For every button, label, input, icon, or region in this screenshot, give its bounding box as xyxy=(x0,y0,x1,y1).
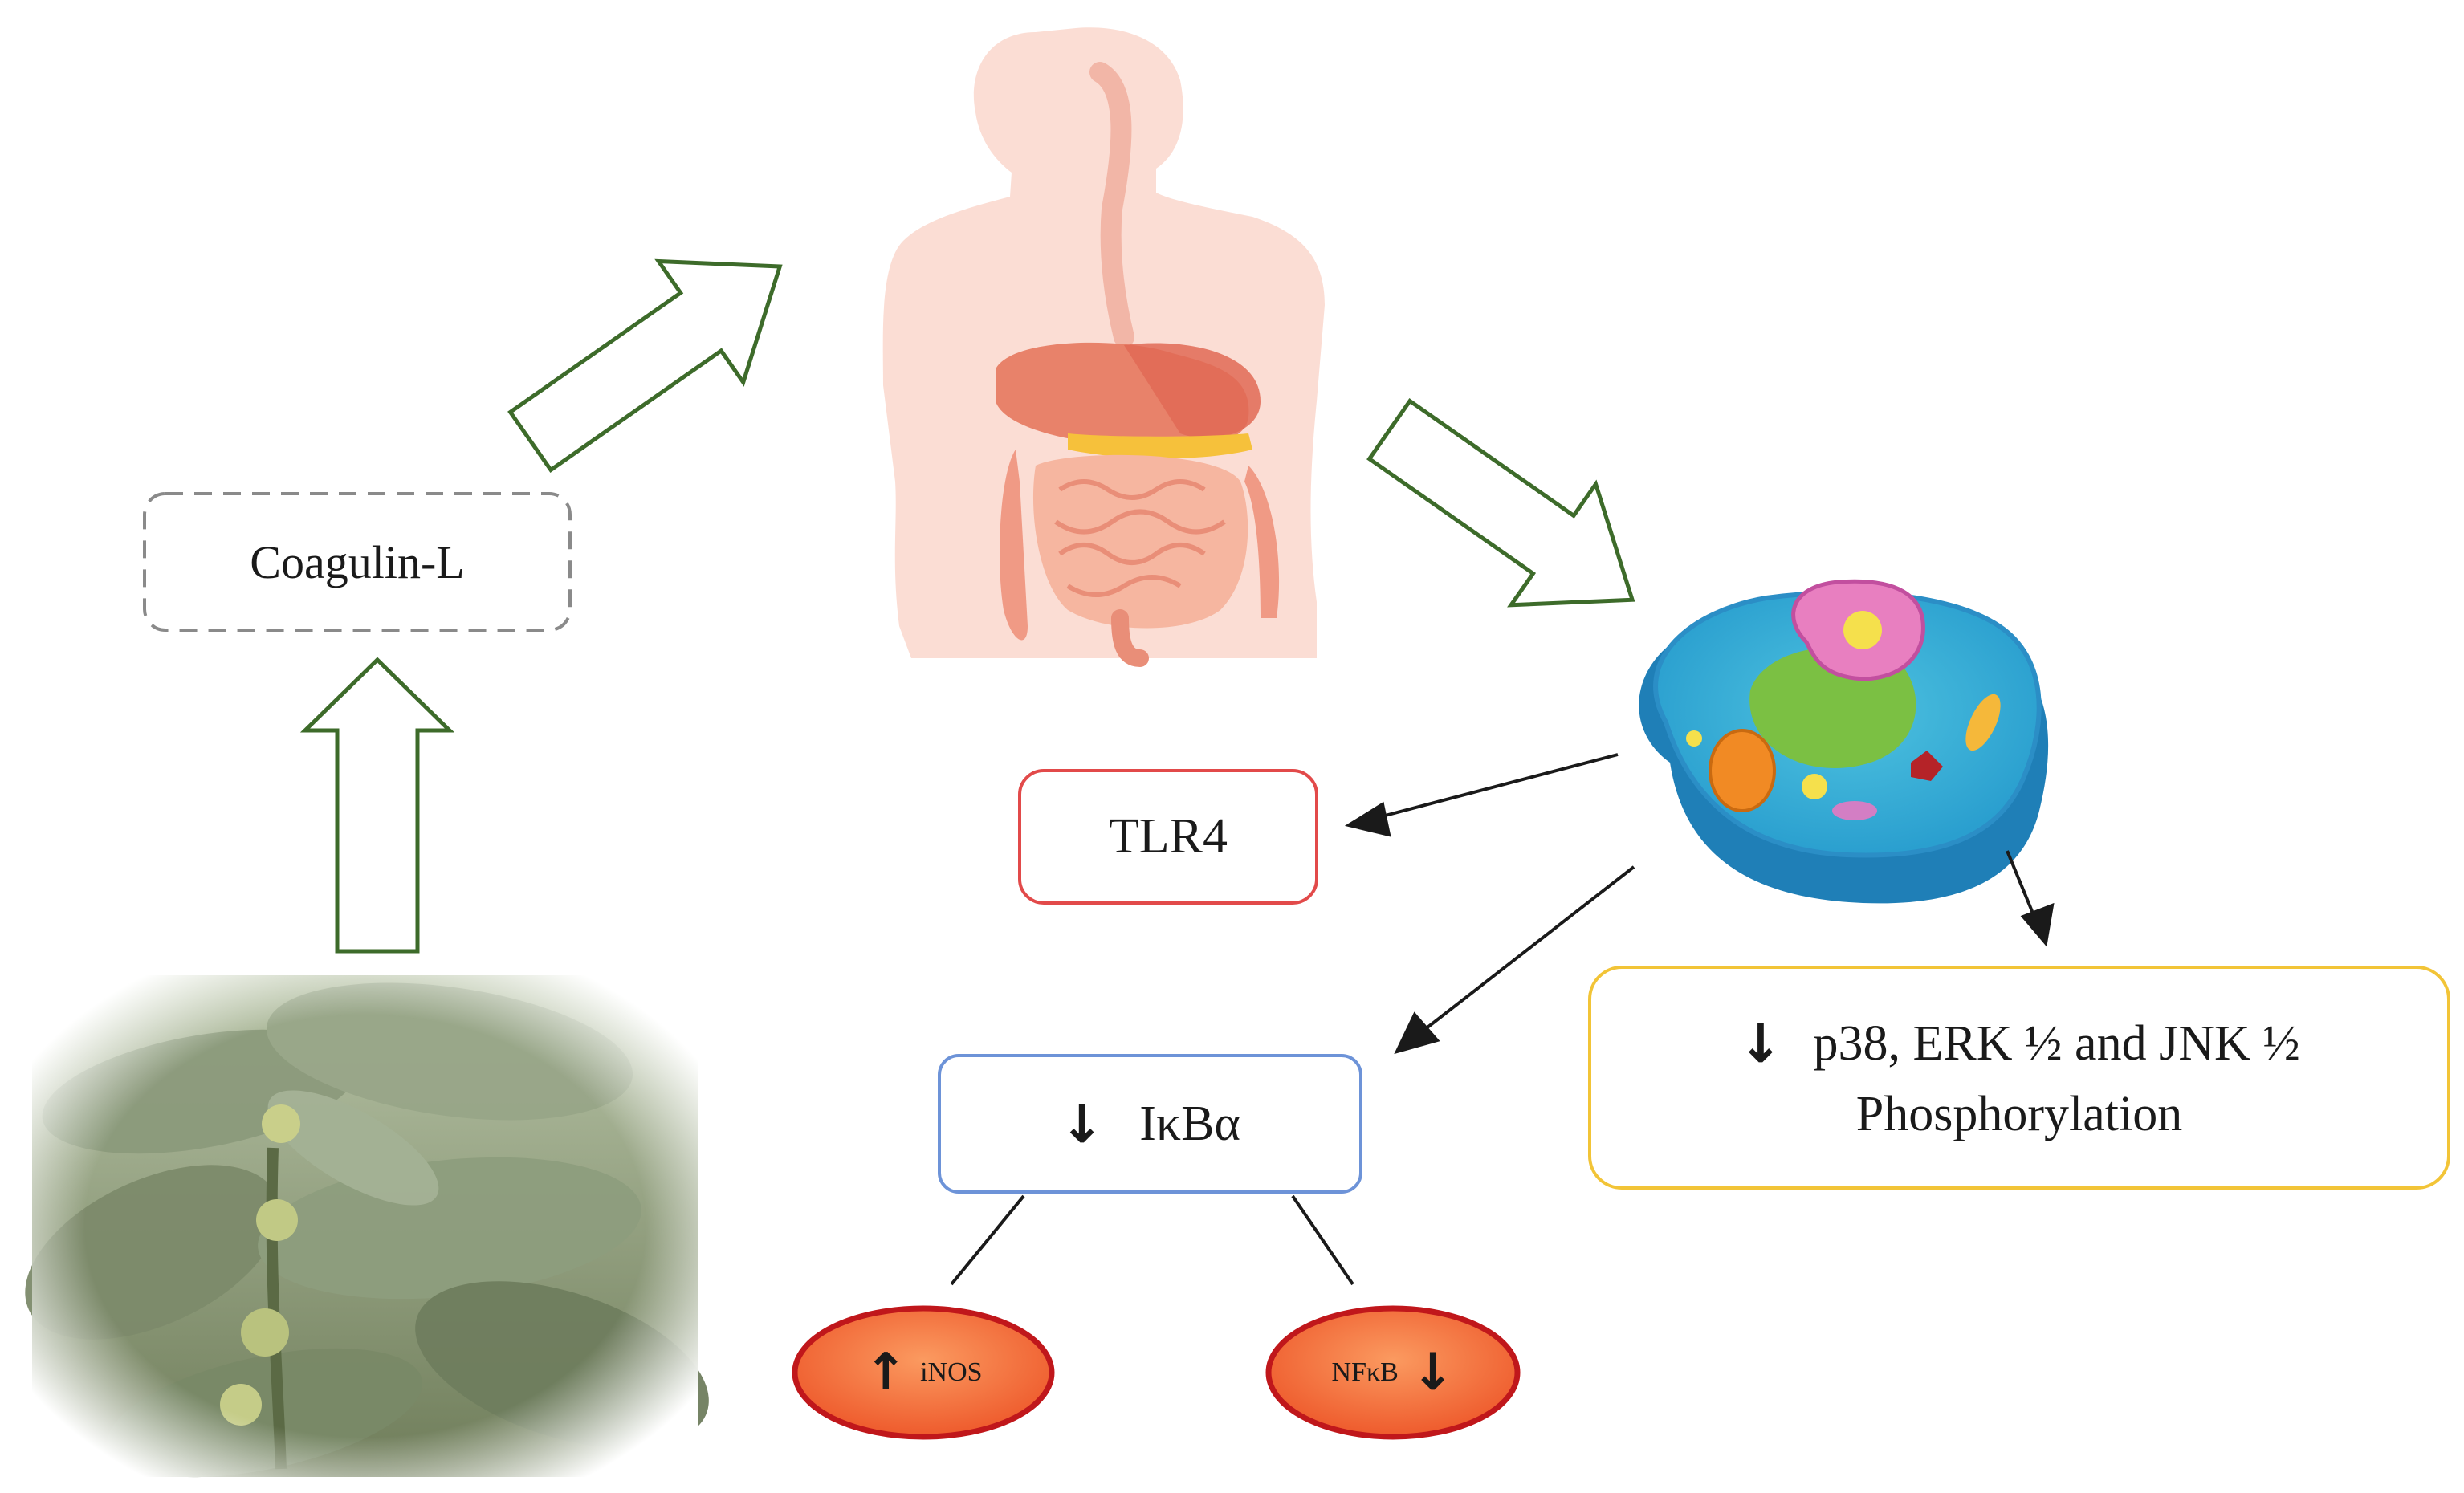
inos-label: ↑ iNOS xyxy=(795,1308,1052,1437)
withania-plant-photo xyxy=(25,975,709,1478)
coagulin-box xyxy=(143,492,572,632)
inos-label-text: iNOS xyxy=(920,1357,983,1387)
connector-arrows xyxy=(950,753,2055,1286)
inos-ellipse xyxy=(792,1305,1055,1440)
mapk-label: ↓ p38, ERK ½ and JNK ½ Phosphorylation xyxy=(1590,967,2449,1188)
nfkb-ellipse xyxy=(1265,1305,1521,1440)
mapk-down-arrow-icon: ↓ xyxy=(1738,1012,1783,1075)
coagulin-label: Coagulin-L xyxy=(145,494,570,630)
nfkb-label-text: NFκB xyxy=(1331,1357,1399,1387)
human-digestive-system-illustration xyxy=(882,27,1325,667)
mapk-line2-text: Phosphorylation xyxy=(1855,1086,2183,1141)
mapk-box xyxy=(1588,966,2450,1190)
ikba-label-text: IκBα xyxy=(1139,1096,1241,1151)
ikba-label: ↓ IκBα xyxy=(939,1056,1361,1192)
flow-arrow-up xyxy=(299,657,455,954)
nfkb-down-arrow-icon: ↓ xyxy=(1411,1343,1455,1402)
ikba-box xyxy=(938,1054,1362,1194)
coagulin-label-text: Coagulin-L xyxy=(250,535,465,588)
tlr4-label: TLR4 xyxy=(1020,771,1317,903)
flow-arrow-diagonal-down xyxy=(1366,398,1635,608)
inos-up-arrow-icon: ↑ xyxy=(864,1343,908,1402)
nfkb-label: NFκB ↓ xyxy=(1269,1308,1517,1437)
flow-arrow-diagonal-up xyxy=(507,258,783,473)
tlr4-box xyxy=(1018,769,1318,905)
mapk-line1-text: p38, ERK ½ and JNK ½ xyxy=(1813,1015,2300,1071)
tlr4-label-text: TLR4 xyxy=(1108,809,1228,864)
ikba-down-arrow-icon: ↓ xyxy=(1059,1092,1105,1155)
animal-cell-illustration xyxy=(1639,579,2049,904)
